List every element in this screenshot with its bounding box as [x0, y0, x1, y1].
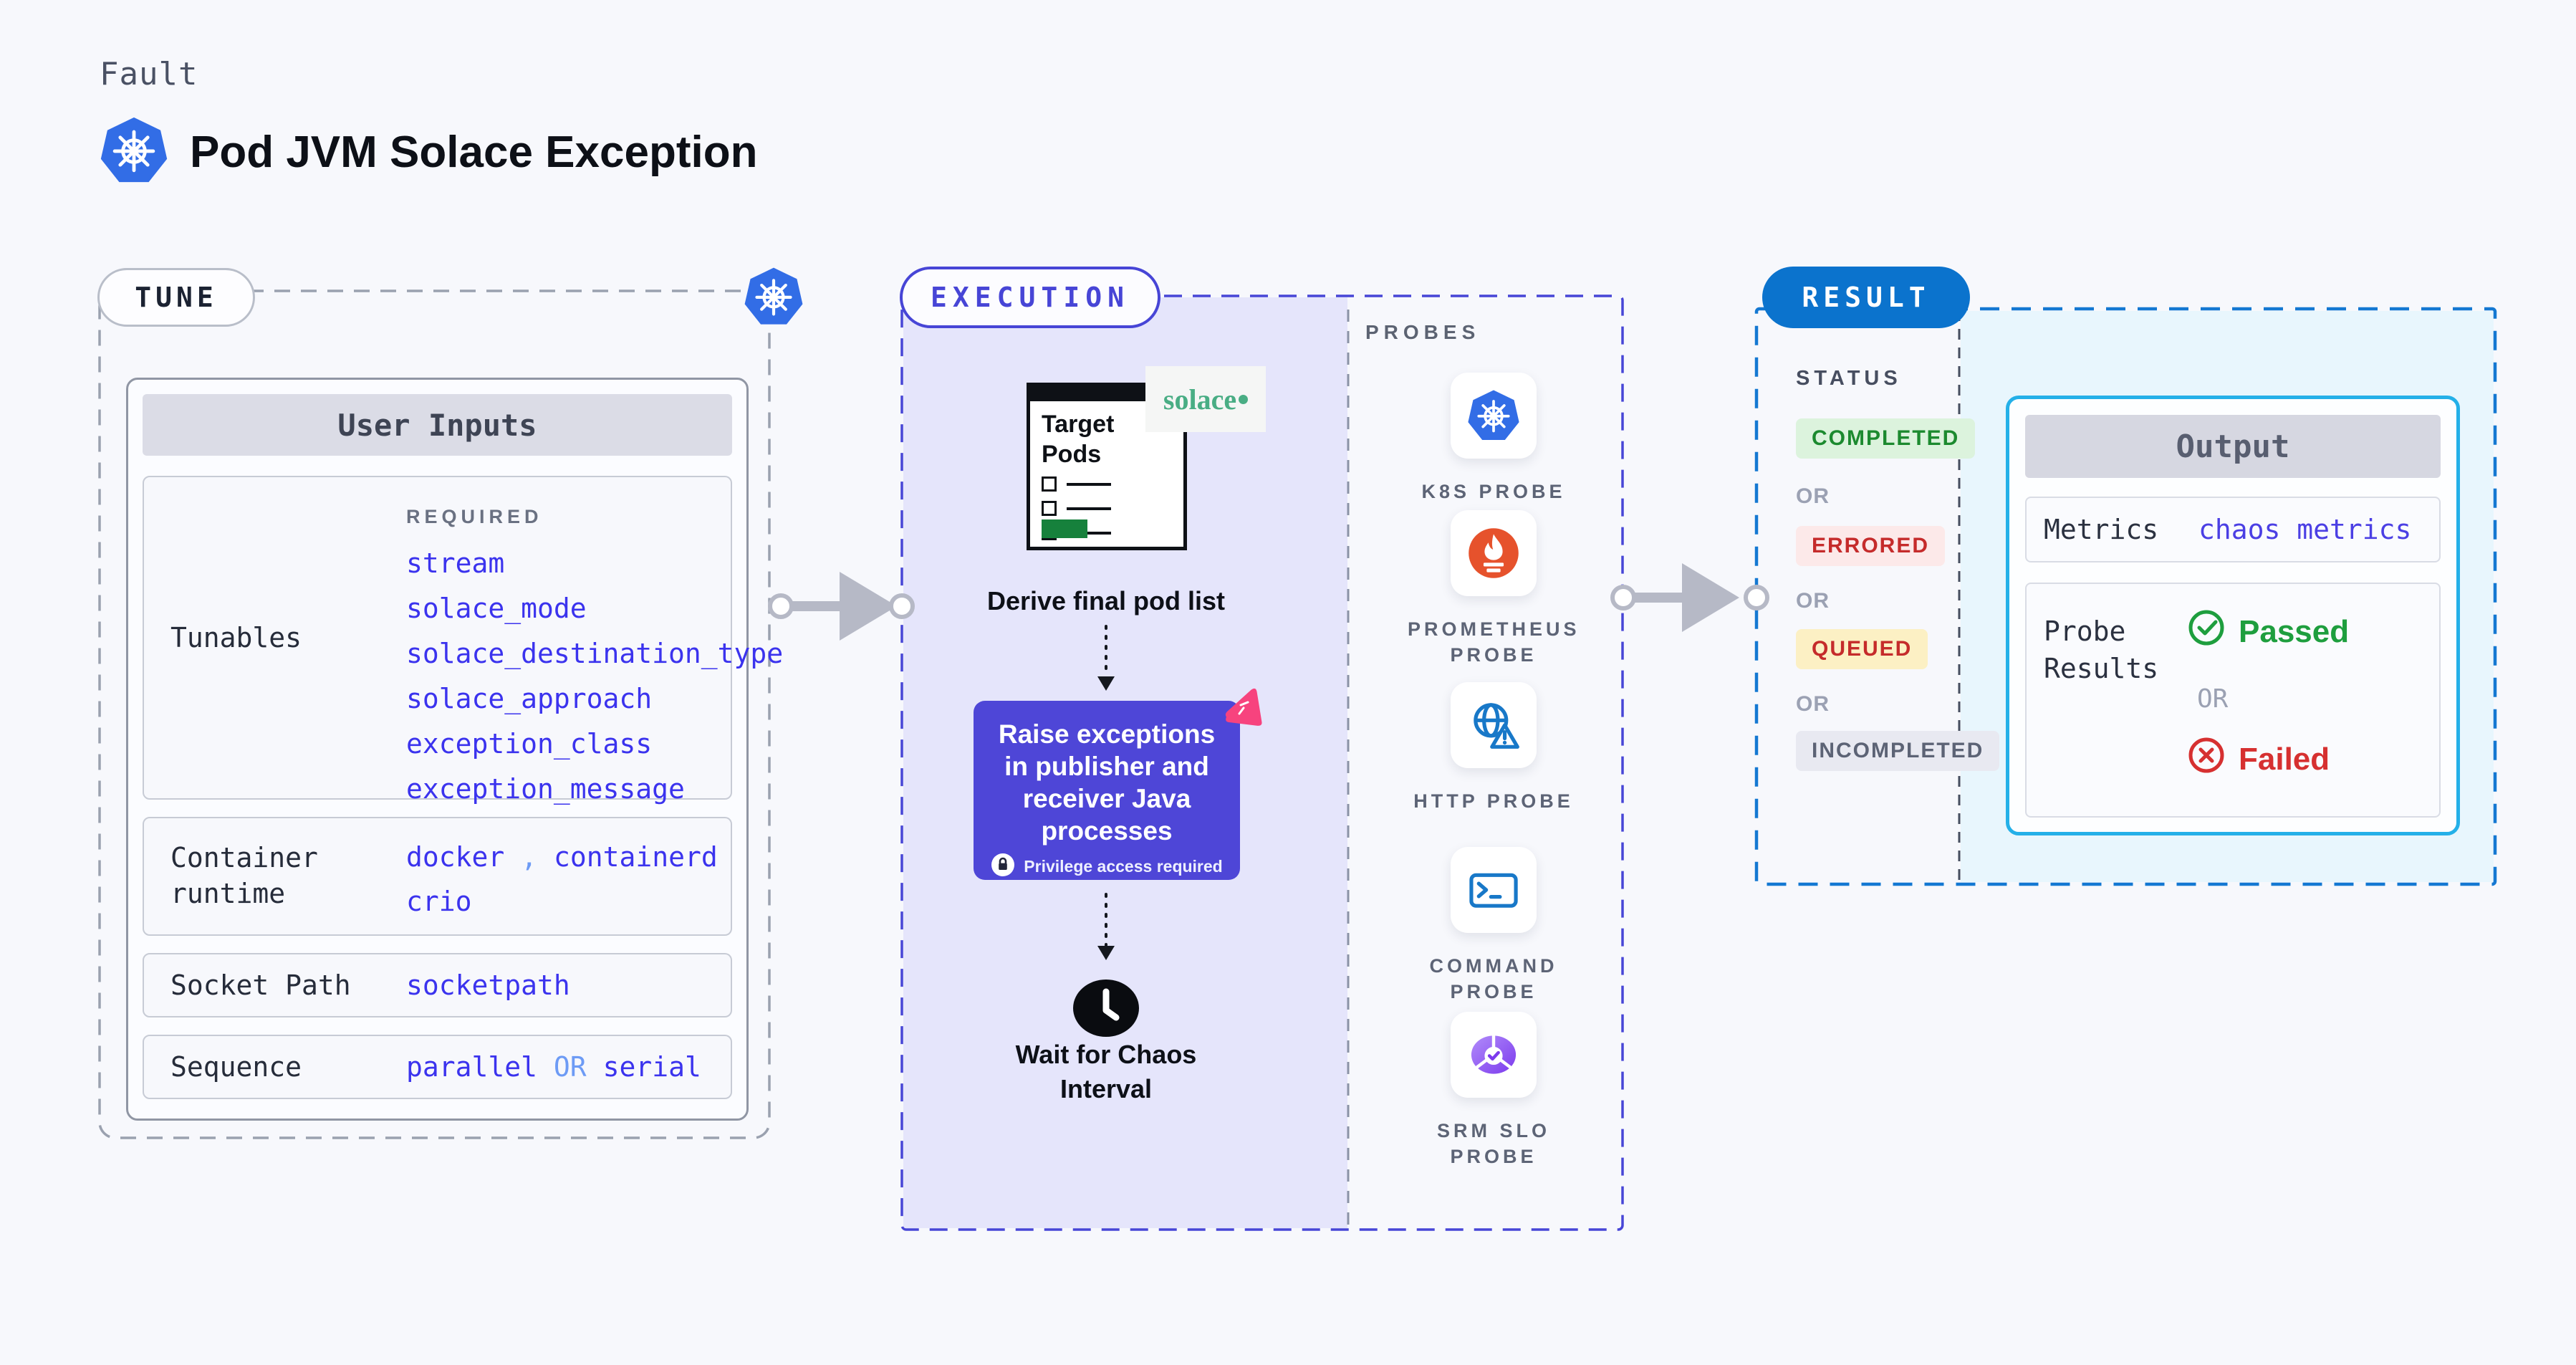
chaos-action-box: Raise exceptions in publisher and receiv… — [974, 701, 1240, 880]
wait-chaos-interval-step: Wait for Chaos Interval — [1015, 1040, 1197, 1103]
probe-prometheus: PROMETHEUS PROBE — [1408, 510, 1580, 668]
probe-result-passed: Passed — [2187, 608, 2349, 655]
sequence-label: Sequence — [170, 1051, 302, 1083]
probe-results-label: Probe Results — [2044, 616, 2159, 684]
probe-result-or: OR — [2197, 684, 2229, 714]
probe-results-row: Probe Results Passed OR — [2025, 583, 2441, 818]
page-title: Pod JVM Solace Exception — [190, 127, 758, 177]
http-probe-icon — [1451, 682, 1537, 768]
socket-path-row: Socket Path socketpath — [143, 953, 732, 1017]
lock-icon — [991, 853, 1015, 881]
status-badge-queued: QUEUED — [1796, 629, 1928, 669]
progress-bar — [1042, 519, 1087, 538]
probe-result-failed: Failed — [2187, 736, 2330, 782]
tunables-label: Tunables — [170, 622, 302, 653]
status-badge-incompleted: INCOMPLETED — [1796, 731, 2000, 771]
tunables-row: Tunables REQUIRED stream solace_mode sol… — [143, 476, 783, 805]
probe-k8s: K8S PROBE — [1408, 373, 1580, 504]
derive-pod-list-step: Derive final pod list — [986, 586, 1226, 616]
status-badge-errored: ERRORED — [1796, 526, 1946, 566]
solace-logo-text: solace — [1163, 383, 1237, 416]
checkbox-icon — [1042, 476, 1057, 492]
sequence-or: OR — [553, 1051, 587, 1083]
passed-icon — [2187, 608, 2226, 655]
chaos-action-text: Raise exceptions in publisher and receiv… — [998, 719, 1216, 846]
result-section-pill: RESULT — [1762, 267, 1970, 328]
sequence-row: Sequence parallel OR serial — [143, 1035, 732, 1099]
target-pods-title: Target Pods — [1042, 411, 1115, 468]
probes-label: PROBES — [1365, 321, 1481, 343]
k8s-probe-icon — [1451, 373, 1537, 459]
fault-eyebrow: Fault — [100, 56, 198, 92]
tunable-item: stream — [406, 547, 505, 579]
sequence-values: parallel OR serial — [406, 1051, 701, 1083]
execution-section-pill: EXECUTION — [900, 267, 1160, 328]
runtime-value: crio — [406, 886, 472, 917]
probe-label: PROMETHEUS PROBE — [1408, 618, 1580, 666]
probe-label: COMMAND PROBE — [1429, 955, 1558, 1002]
failed-label: Failed — [2239, 741, 2330, 777]
probe-srm-slo: SRM SLO PROBE — [1408, 1012, 1580, 1169]
container-runtime-label: Container runtime — [170, 842, 318, 909]
status-label: STATUS — [1796, 367, 1902, 390]
checkbox-row — [1042, 476, 1111, 492]
metrics-value: chaos metrics — [2198, 514, 2412, 545]
status-badge-completed: COMPLETED — [1796, 418, 1976, 459]
checkbox-row — [1042, 501, 1111, 516]
tune-section-pill: TUNE — [97, 268, 255, 327]
socket-path-label: Socket Path — [170, 969, 351, 1001]
list-line — [1067, 482, 1111, 486]
output-title: Output — [2025, 415, 2441, 478]
passed-label: Passed — [2239, 613, 2350, 649]
status-or: OR — [1796, 484, 1830, 508]
solace-logo-dot — [1239, 394, 1249, 404]
user-inputs-card: User Inputs Tunables REQUIRED stream sol… — [126, 378, 783, 1121]
checkbox-icon — [1042, 501, 1057, 516]
required-label: REQUIRED — [406, 506, 543, 527]
prometheus-probe-icon — [1451, 510, 1537, 596]
probe-label: HTTP PROBE — [1413, 790, 1574, 812]
srm-slo-probe-icon — [1451, 1012, 1537, 1098]
failed-icon — [2187, 736, 2226, 782]
status-or: OR — [1796, 692, 1830, 716]
runtime-value: containerd — [553, 841, 718, 873]
tunable-item: solace_destination_type — [406, 638, 784, 669]
runtime-value: docker — [406, 841, 505, 873]
tunable-item: exception_class — [406, 728, 653, 760]
sequence-value: parallel — [406, 1051, 538, 1083]
tunable-item: solace_mode — [406, 593, 587, 624]
metrics-label: Metrics — [2044, 514, 2159, 545]
list-line — [1067, 507, 1111, 510]
container-runtime-row: Container runtime docker , containerd cr… — [143, 817, 732, 936]
sequence-value: serial — [602, 1051, 701, 1083]
runtime-separator: , — [521, 841, 538, 873]
tunable-item: exception_message — [406, 773, 685, 805]
container-runtime-values: docker , containerd — [406, 841, 718, 873]
privilege-label: Privilege access required — [1024, 857, 1223, 876]
metrics-row: Metrics chaos metrics — [2025, 497, 2441, 562]
output-card: Output Metrics chaos metrics Probe Resul… — [2006, 396, 2460, 835]
tunable-item: solace_approach — [406, 683, 653, 714]
socket-path-value: socketpath — [406, 969, 570, 1001]
kubernetes-icon — [100, 116, 168, 188]
probe-http: HTTP PROBE — [1408, 682, 1580, 814]
status-or: OR — [1796, 589, 1830, 613]
privilege-row: Privilege access required — [989, 853, 1224, 881]
command-probe-icon — [1451, 847, 1537, 933]
page-title-row: Pod JVM Solace Exception — [100, 116, 757, 188]
chaos-experiment-icon — [1219, 686, 1264, 734]
solace-logo: solace — [1145, 366, 1266, 432]
probe-label: SRM SLO PROBE — [1436, 1120, 1550, 1167]
clock-icon — [1072, 977, 1140, 1042]
kubernetes-icon — [744, 267, 804, 330]
user-inputs-title: User Inputs — [143, 394, 732, 456]
probe-label: K8S PROBE — [1421, 481, 1566, 502]
probe-command: COMMAND PROBE — [1408, 847, 1580, 1005]
